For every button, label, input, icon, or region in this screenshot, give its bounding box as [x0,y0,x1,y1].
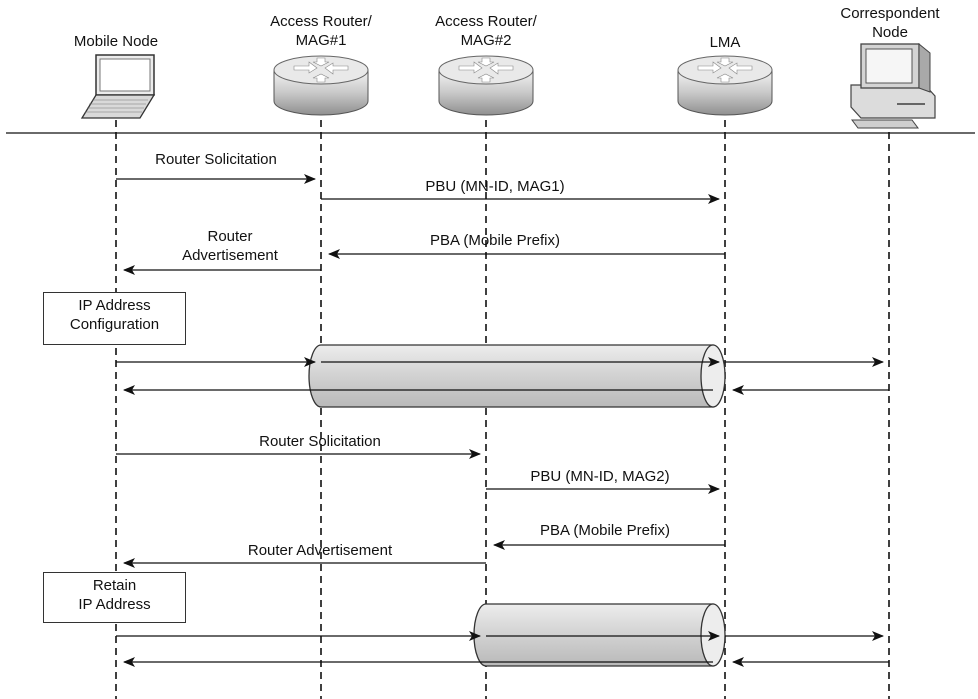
note-retain-ip-address-line1: Retain [92,577,137,594]
node-label-lma: LMA [709,34,741,51]
msg-label-router-advertisement-1-line1: Router [207,228,253,245]
msg-label-router-solicitation-2: Router Solicitation [259,433,381,450]
msg-label-pbu-2: PBU (MN-ID, MAG2) [530,468,670,485]
node-label-mag2-line1: Access Router/ [435,13,537,30]
node-label-mobile-node: Mobile Node [73,33,159,50]
msg-label-router-advertisement-1-line2: Advertisement [182,247,278,264]
node-label-mag1: Access Router/ MAG#1 [246,12,396,50]
router-icon [273,55,369,116]
msg-label-pba-2: PBA (Mobile Prefix) [539,522,671,539]
desktop-computer-icon [850,42,936,129]
msg-label-pbu-1: PBU (MN-ID, MAG1) [425,178,565,195]
laptop-icon [80,54,156,119]
node-label-mag2-line2: MAG#2 [460,32,512,49]
tunnel-mag2-lma [473,603,726,667]
msg-label-router-advertisement-1: Router Advertisement [165,227,295,265]
router-icon [438,55,534,116]
note-ip-address-configuration-line2: Configuration [69,316,160,333]
node-label-mag1-line2: MAG#1 [295,32,347,49]
node-label-mag1-line1: Access Router/ [270,13,372,30]
note-retain-ip-address-line2: IP Address [78,596,151,613]
msg-label-router-advertisement-2: Router Advertisement [247,542,393,559]
tunnel-mag1-lma [308,344,726,408]
msg-label-router-solicitation-1: Router Solicitation [155,151,277,168]
note-ip-address-configuration: IP Address Configuration [43,292,186,345]
node-label-correspondent-node: Correspondent Node [820,4,960,42]
node-label-mag2: Access Router/ MAG#2 [411,12,561,50]
note-ip-address-configuration-line1: IP Address [78,297,151,314]
node-label-cn-line1: Correspondent [840,5,940,22]
msg-label-pba-1: PBA (Mobile Prefix) [429,232,561,249]
node-label-cn-line2: Node [872,24,908,41]
note-retain-ip-address: Retain IP Address [43,572,186,623]
router-icon [677,55,773,116]
lifelines [115,120,890,699]
